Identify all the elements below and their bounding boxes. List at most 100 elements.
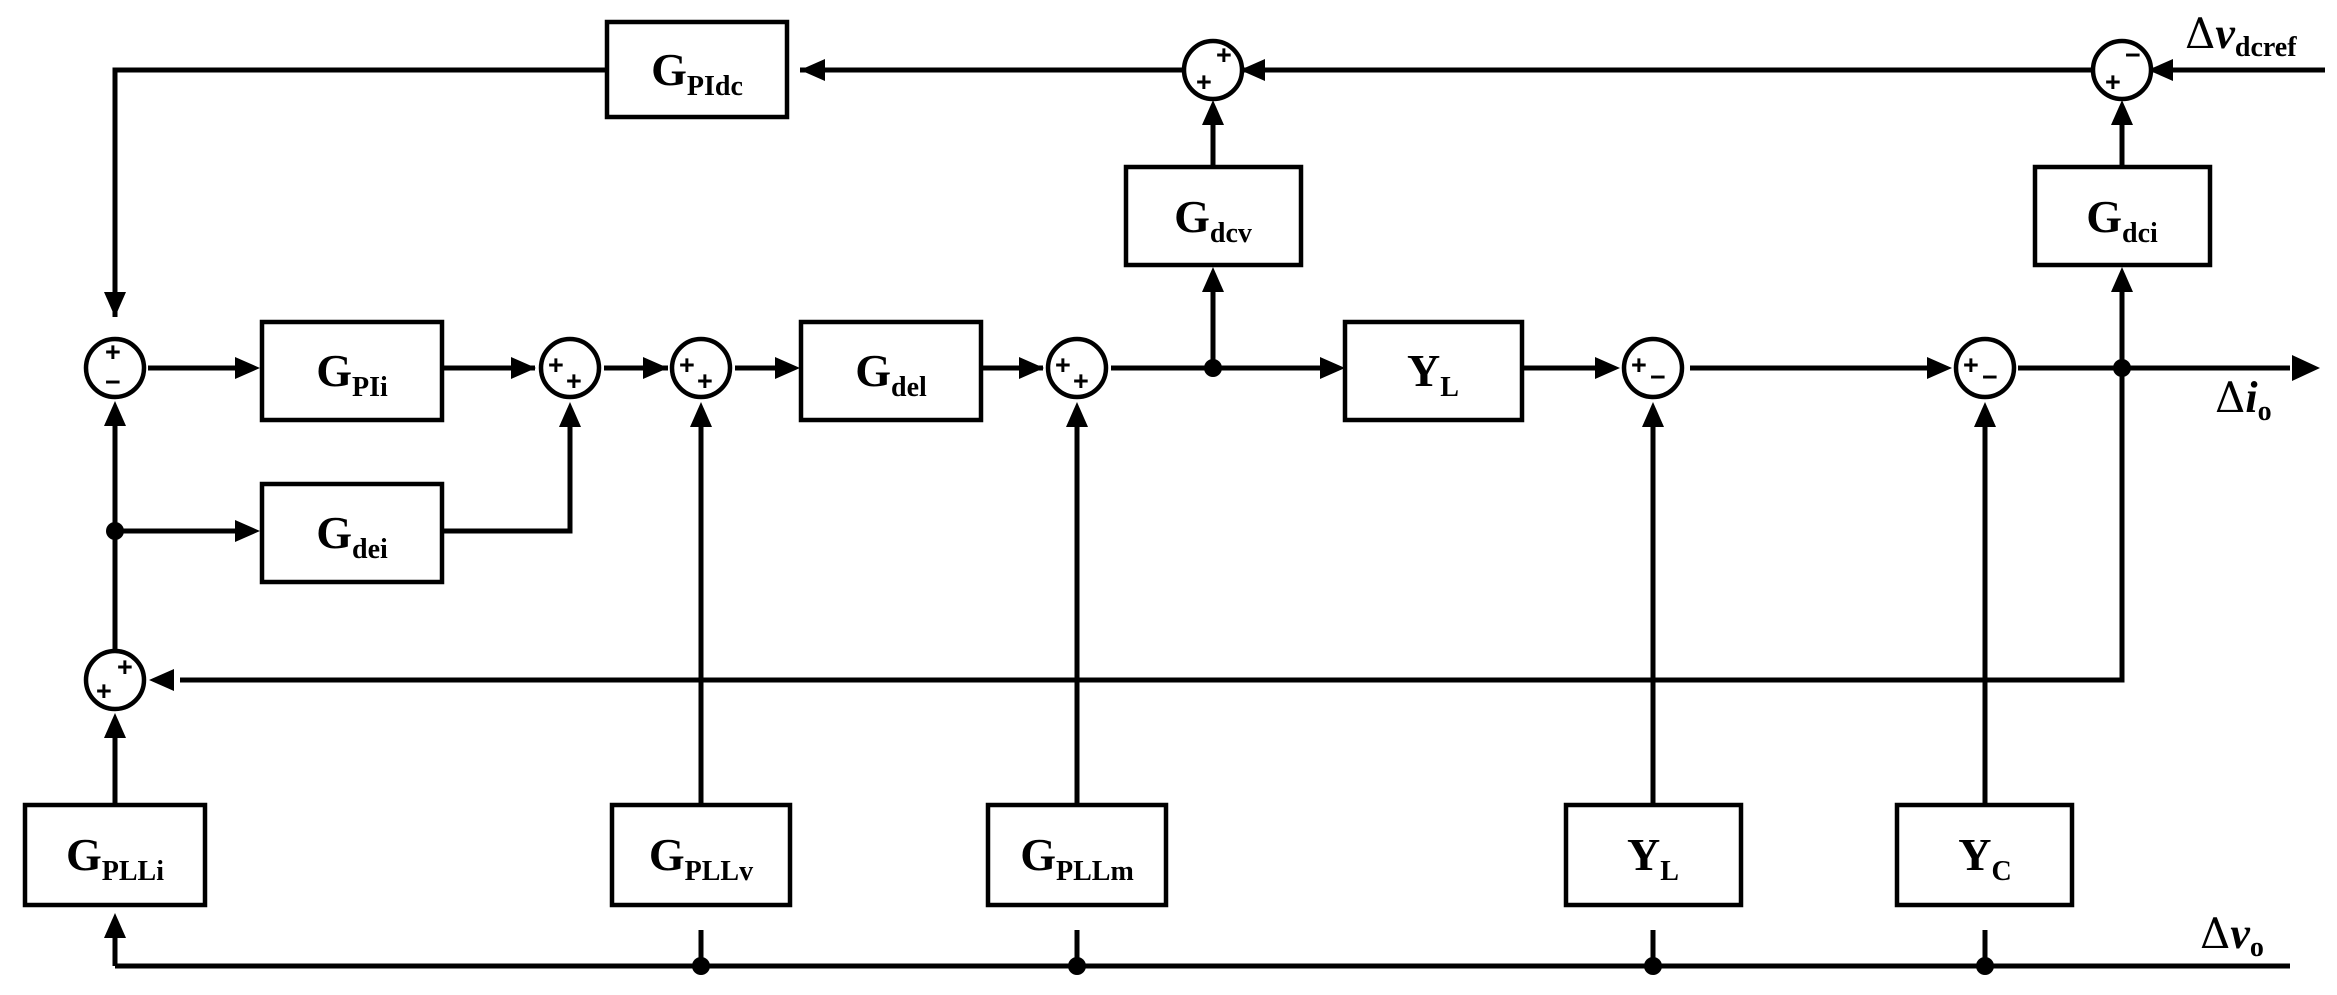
sum-2: + + [538, 336, 602, 400]
block-main-label: G [66, 829, 102, 880]
svg-text:Gdci: Gdci [2086, 191, 2158, 249]
block-sub-label: PLLv [685, 856, 753, 887]
arrow-into-gdel [775, 357, 800, 379]
arrow-into-sum4 [1019, 357, 1044, 379]
block-y-l-forward: YL [1342, 319, 1525, 423]
signal-labels: Δvdcref Δio Δvo [2185, 9, 2297, 963]
arrow-into-gpii [235, 357, 260, 379]
block-main-label: G [2086, 191, 2122, 242]
arrow-into-sumff-bottom [104, 713, 126, 738]
arrow-into-sumref-bottom [2111, 100, 2133, 125]
arrow-into-gpidc [800, 59, 825, 81]
sum-feedforward: + + [83, 648, 147, 712]
sum-4: + + [1045, 336, 1109, 400]
arrow-into-gdcv [1202, 267, 1224, 292]
arrow-into-gdci [2111, 267, 2133, 292]
block-main-label: G [316, 345, 352, 396]
arrow-into-sum2 [511, 357, 536, 379]
junction-dot [1068, 957, 1086, 975]
svg-text:GPIi: GPIi [316, 345, 388, 403]
junction-dot [692, 957, 710, 975]
block-g-dei: Gdei [259, 481, 445, 585]
block-g-pidc: GPIdc [604, 19, 790, 120]
arrow-into-sum2-bottom [559, 402, 581, 427]
svg-text:YC: YC [1958, 829, 2011, 887]
sign-plus: + [1073, 366, 1089, 396]
wire-gpidc-to-sumin [112, 67, 607, 317]
junction-dot [1644, 957, 1662, 975]
arrow-into-sum6 [1927, 357, 1952, 379]
block-y-l-feedback: YL [1563, 802, 1744, 908]
arrow-into-sum3-bottom [690, 402, 712, 427]
sign-plus: + [1216, 40, 1232, 70]
sign-plus: + [1631, 350, 1647, 380]
arrow-into-yl [1320, 357, 1345, 379]
arrow-into-sum4-bottom [1066, 402, 1088, 427]
sign-minus: − [2125, 40, 2141, 70]
arrow-into-sum3 [643, 357, 668, 379]
sign-plus: + [1055, 350, 1071, 380]
wires [112, 67, 2325, 969]
svg-text:GPLLm: GPLLm [1020, 829, 1134, 887]
sign-plus: + [2105, 67, 2121, 97]
block-g-dci: Gdci [2032, 164, 2213, 268]
block-main-label: G [651, 44, 687, 95]
summing-junctions: − + + + + − + + + + + + + [83, 38, 2154, 712]
sign-plus: + [105, 337, 121, 367]
block-sub-label: C [1992, 856, 2012, 887]
sum-3: + + [669, 336, 733, 400]
arrow-into-sumtop-bottom [1202, 100, 1224, 125]
sum-current-error: + − [83, 336, 147, 400]
block-main-label: G [649, 829, 685, 880]
svg-text:GPLLi: GPLLi [66, 829, 164, 887]
sign-minus: − [1982, 362, 1998, 392]
block-main-label: G [1020, 829, 1056, 880]
wire-output-feedback [180, 368, 2125, 683]
block-sub-label: PLLm [1056, 856, 1134, 887]
sign-minus: − [1650, 362, 1666, 392]
arrow-into-sumtop [1240, 59, 1265, 81]
block-sub-label: del [891, 372, 927, 403]
sign-plus: + [96, 676, 112, 706]
sign-plus: + [679, 350, 695, 380]
arrow-output [2292, 355, 2320, 381]
junction-dot [1204, 359, 1222, 377]
sign-plus: + [566, 366, 582, 396]
block-main-label: G [855, 345, 891, 396]
block-g-pllm: GPLLm [985, 802, 1169, 908]
block-sub-label: PIi [352, 372, 388, 403]
arrow-into-gdei [235, 520, 260, 542]
junction-dots [106, 359, 2131, 975]
block-main-label: Y [1958, 829, 1991, 880]
block-g-dcv: Gdcv [1123, 164, 1304, 268]
svg-text:YL: YL [1407, 345, 1459, 403]
sign-plus: + [117, 652, 133, 682]
block-main-label: Y [1627, 829, 1660, 880]
block-g-del: Gdel [798, 319, 984, 423]
block-main-label: Y [1407, 345, 1440, 396]
arrow-into-sumref [2148, 59, 2173, 81]
svg-text:Gdel: Gdel [855, 345, 927, 403]
arrow-into-sumin-bottom [104, 401, 126, 426]
block-sub-label: L [1440, 372, 1459, 403]
arrow-into-sumin-top [104, 292, 126, 317]
block-main-label: G [1174, 191, 1210, 242]
arrowheads [104, 59, 2320, 938]
signal-label-output-current: Δio [2215, 373, 2272, 427]
svg-text:Gdei: Gdei [316, 507, 388, 565]
sum-5: + − [1621, 336, 1685, 400]
junction-dot [2113, 359, 2131, 377]
svg-text:GPIdc: GPIdc [651, 44, 743, 102]
sign-minus: − [105, 367, 121, 397]
signal-label-output-voltage: Δvo [2200, 909, 2264, 963]
arrow-into-sumff-right [149, 669, 174, 691]
arrow-into-sum5 [1595, 357, 1620, 379]
signal-label-dc-voltage-reference: Δvdcref [2185, 9, 2297, 63]
junction-dot [106, 522, 124, 540]
sign-plus: + [1196, 67, 1212, 97]
sign-plus: + [548, 350, 564, 380]
svg-text:GPLLv: GPLLv [649, 829, 753, 887]
block-sub-label: dei [352, 534, 388, 565]
blocks: GPIdc Gdcv Gdci GPIi Gdei [22, 19, 2213, 908]
